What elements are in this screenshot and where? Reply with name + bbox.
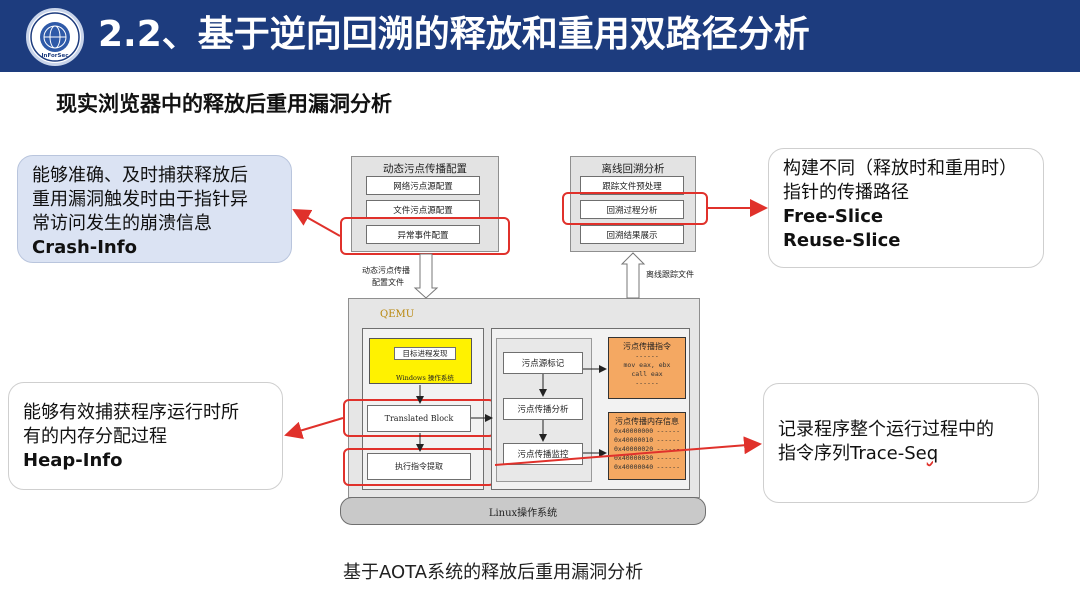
- offline-file-label: 离线跟踪文件: [646, 270, 694, 279]
- callout-line: 常访问发生的崩溃信息: [32, 213, 212, 234]
- mem-row: 0x40000020------: [609, 445, 685, 454]
- windows-os-label: Windows 操作系统: [396, 374, 454, 382]
- taint-memory-box: 污点传播内存信息 0x40000000------ 0x40000010----…: [608, 412, 686, 480]
- callout-heap-info: 能够有效捕获程序运行时所 有的内存分配过程 Heap-Info: [8, 382, 283, 490]
- callout-tag: Crash-Info: [32, 237, 137, 258]
- callout-connector: [494, 436, 762, 466]
- translated-block: Translated Block: [367, 405, 471, 432]
- target-process-box: 目标进程发现 Windows 操作系统: [369, 338, 472, 384]
- mem-val: ------: [656, 463, 680, 471]
- linux-os-label: Linux操作系统: [488, 507, 558, 519]
- taint-item: 污点源标记: [503, 352, 583, 374]
- taint-memory-title: 污点传播内存信息: [615, 417, 679, 426]
- exec-instruction-extract: 执行指令提取: [367, 453, 471, 480]
- config-file-label: 配置文件: [372, 278, 404, 287]
- qemu-label: QEMU: [380, 309, 415, 320]
- config-item: 异常事件配置: [366, 225, 480, 244]
- callout-connector: [292, 209, 341, 237]
- logo-emblem-icon: InForSec: [30, 12, 80, 62]
- callout-crash-info: 能够准确、及时捕获释放后 重用漏洞触发时由于指针异 常访问发生的崩溃信息 Cra…: [17, 155, 292, 263]
- callout-line: 指针的传播路径: [783, 182, 909, 203]
- offline-panel-title: 离线回溯分析: [601, 163, 665, 175]
- callout-line: 有的内存分配过程: [23, 426, 167, 447]
- callout-trace-seq: 记录程序整个运行过程中的 指令序列Trace-Seq: [763, 383, 1039, 503]
- up-block-arrow: [620, 252, 646, 299]
- config-file-label: 动态污点传播: [362, 266, 410, 275]
- section-subtitle: 现实浏览器中的释放后重用漏洞分析: [56, 92, 392, 116]
- mem-val: ------: [656, 436, 680, 444]
- offline-item: 回溯结果展示: [580, 225, 684, 244]
- taint-item: 污点传播分析: [503, 398, 583, 420]
- callout-tag: Reuse-Slice: [783, 230, 901, 251]
- highlight-backtrack-analysis: [562, 192, 708, 225]
- instr-line: call eax: [631, 370, 663, 378]
- mem-val: ------: [656, 454, 680, 462]
- mem-val: ------: [656, 427, 680, 435]
- callout-line: 构建不同（释放时和重用时）: [783, 158, 1017, 179]
- mem-row: 0x40000030------: [609, 454, 685, 463]
- callout-tag: Heap-Info: [23, 450, 123, 471]
- taint-instruction-box: 污点传播指令 ------ mov eax, ebx call eax ----…: [608, 337, 686, 399]
- config-panel-title: 动态污点传播配置: [383, 163, 467, 175]
- offline-item: 跟踪文件预处理: [580, 176, 684, 195]
- target-process-title: 目标进程发现: [394, 347, 456, 360]
- mem-row: 0x40000000------: [609, 427, 685, 436]
- callout-connector: [284, 417, 344, 440]
- mem-addr: 0x40000030: [614, 454, 654, 462]
- callout-slice: 构建不同（释放时和重用时） 指针的传播路径 Free-Slice Reuse-S…: [768, 148, 1044, 268]
- inforsec-logo: InForSec: [26, 8, 84, 66]
- down-block-arrow: [413, 253, 439, 299]
- mem-addr: 0x40000010: [614, 436, 654, 444]
- callout-line: 重用漏洞触发时由于指针异: [32, 189, 248, 210]
- offline-item: 回溯过程分析: [580, 200, 684, 219]
- callout-line: 能够准确、及时捕获释放后: [32, 165, 248, 186]
- mem-row: 0x40000010------: [609, 436, 685, 445]
- callout-tag: Free-Slice: [783, 206, 884, 227]
- linux-os-bar: Linux操作系统: [340, 497, 706, 525]
- instr-line: ------: [635, 352, 659, 360]
- callout-text: q: [926, 443, 939, 464]
- callout-line: 指令序列Trace-Seq: [778, 442, 1024, 466]
- page-title: 2.2、基于逆向回溯的释放和重用双路径分析: [98, 14, 810, 55]
- figure-caption: 基于AOTA系统的释放后重用漏洞分析: [343, 562, 644, 583]
- taint-instruction-title: 污点传播指令: [623, 342, 671, 351]
- mem-addr: 0x40000040: [614, 463, 654, 471]
- logo-text: InForSec: [42, 53, 69, 59]
- callout-line: 能够有效捕获程序运行时所: [23, 402, 239, 423]
- config-item: 网络污点源配置: [366, 176, 480, 195]
- header-bar: [0, 0, 1080, 72]
- instr-line: ------: [635, 379, 659, 387]
- mem-row: 0x40000040------: [609, 463, 685, 472]
- callout-text: 指令序列Trace-Se: [778, 443, 927, 464]
- callout-line: 记录程序整个运行过程中的: [778, 419, 994, 440]
- mem-addr: 0x40000000: [614, 427, 654, 435]
- mem-val: ------: [656, 445, 680, 453]
- instr-line: mov eax, ebx: [623, 361, 671, 369]
- mem-addr: 0x40000020: [614, 445, 654, 453]
